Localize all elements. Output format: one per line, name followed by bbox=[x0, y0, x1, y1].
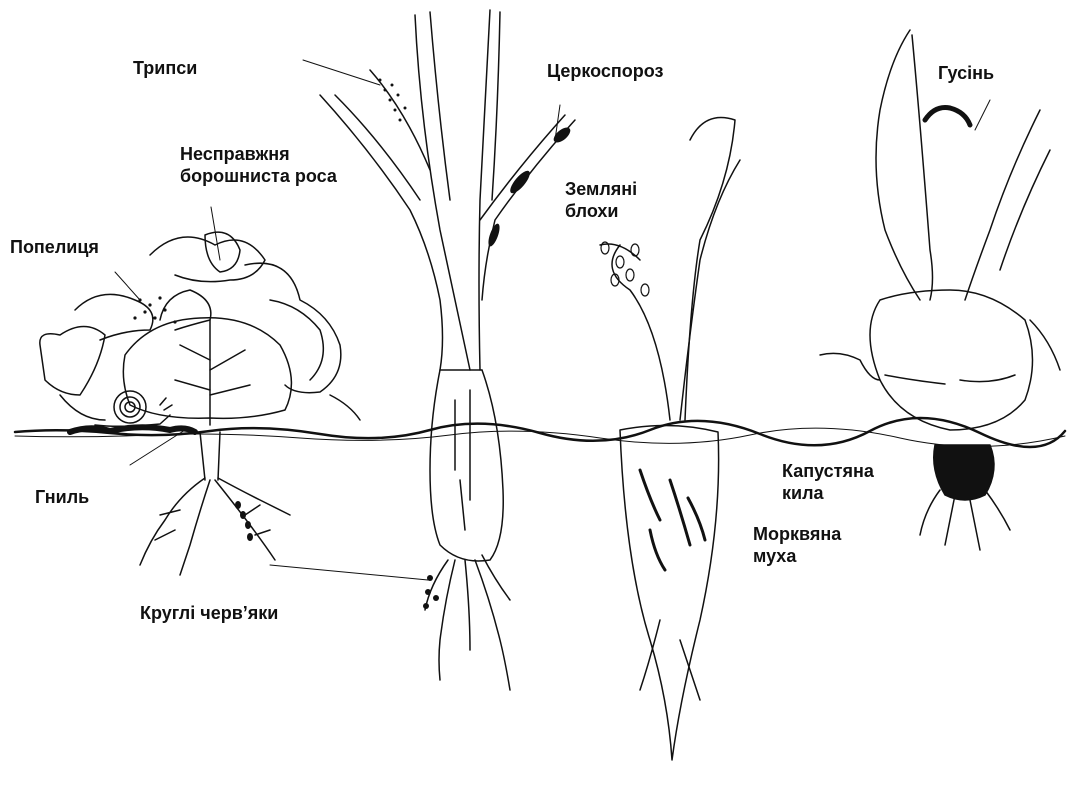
label-cercospora-line-1: Церкоспороз bbox=[547, 60, 663, 82]
label-rot-line-1: Гниль bbox=[35, 486, 89, 508]
flea-beetle-holes bbox=[601, 242, 649, 296]
label-carrot-fly-line-2: муха bbox=[753, 545, 841, 567]
label-rot: Гниль bbox=[35, 486, 89, 508]
cercospora-spots bbox=[486, 125, 573, 248]
label-roundworms-line-1: Круглі черв’яки bbox=[140, 602, 278, 624]
label-aphid-line-1: Попелиця bbox=[10, 236, 99, 258]
label-flea-beetles: Земляні блохи bbox=[565, 178, 637, 222]
label-caterpillar: Гусінь bbox=[938, 62, 994, 84]
label-thrips: Трипси bbox=[133, 57, 197, 79]
cabbage-plant bbox=[40, 232, 360, 575]
label-roundworms: Круглі черв’яки bbox=[140, 602, 278, 624]
leek-plant bbox=[320, 10, 575, 690]
label-cercospora: Церкоспороз bbox=[547, 60, 663, 82]
label-aphid: Попелиця bbox=[10, 236, 99, 258]
label-flea-beetles-line-1: Земляні bbox=[565, 178, 637, 200]
soil-line bbox=[15, 418, 1065, 447]
carrot-fly-tunnels bbox=[640, 470, 705, 570]
label-clubroot-line-2: кила bbox=[782, 482, 874, 504]
label-caterpillar-line-1: Гусінь bbox=[938, 62, 994, 84]
label-downy-mildew-line-1: Несправжня bbox=[180, 143, 337, 165]
label-downy-mildew-line-2: борошниста роса bbox=[180, 165, 337, 187]
label-thrips-line-1: Трипси bbox=[133, 57, 197, 79]
root-nodules bbox=[235, 501, 253, 541]
label-carrot-fly: Морквяна муха bbox=[753, 523, 841, 567]
label-flea-beetles-line-2: блохи bbox=[565, 200, 637, 222]
label-carrot-fly-line-1: Морквяна bbox=[753, 523, 841, 545]
label-clubroot-line-1: Капустяна bbox=[782, 460, 874, 482]
label-clubroot: Капустяна кила bbox=[782, 460, 874, 504]
label-downy-mildew: Несправжня борошниста роса bbox=[180, 143, 337, 187]
